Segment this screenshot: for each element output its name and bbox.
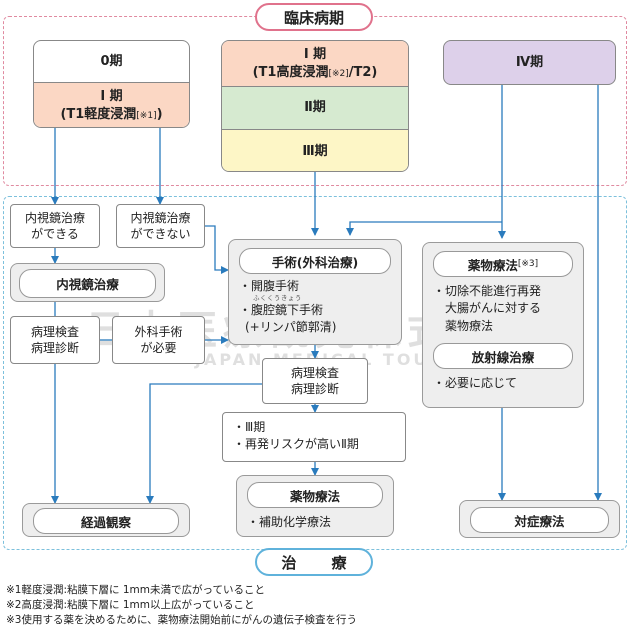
stage-2-cell: Ⅱ期 <box>222 87 408 130</box>
stage-1-center-label: I 期 <box>303 46 327 62</box>
drug-therapy-line2: 大腸がんに対する <box>445 301 542 316</box>
surgery-ruby: ふくくうきょう <box>253 294 302 303</box>
surgery-item-lymph: (+リンパ節郭清) <box>245 320 337 335</box>
drug-therapy-title: 薬物療法[※3] <box>433 251 573 277</box>
symptomatic-label: 対症療法 <box>470 507 609 533</box>
radiation-item: ・必要に応じて <box>433 376 518 391</box>
footnote-1: ※1軽度浸潤:粘膜下層に 1mm未満で広がっていること <box>6 584 265 596</box>
condition-stage3: ・Ⅲ期 <box>233 420 266 434</box>
arrow-pathology2-to-observation <box>146 383 262 504</box>
stage-3-cell: Ⅲ期 <box>222 130 408 171</box>
stage-3-label: Ⅲ期 <box>302 143 328 159</box>
pathology-left-box: 病理検査病理診断 <box>10 316 100 364</box>
condition-high-risk: ・再発リスクが高いⅡ期 <box>233 437 359 452</box>
surgery-item-laparoscopic: ・腹腔鏡下手術 <box>239 302 324 317</box>
stage-1-2-3-box: I 期 (T1高度浸潤[※2]/T2) Ⅱ期 Ⅲ期 <box>221 40 409 172</box>
surgery-box: 手術(外科治療) ・開腹手術 ふくくうきょう ・腹腔鏡下手術 (+リンパ節郭清) <box>228 239 402 345</box>
arrow-impossible-to-surgery <box>205 225 229 274</box>
pathology-center-box: 病理検査病理診断 <box>262 358 368 404</box>
stage-2-label: Ⅱ期 <box>304 100 326 116</box>
stage-1-label: I 期 <box>100 89 123 105</box>
drug-therapy-line1: ・切除不能進行再発 <box>433 284 542 298</box>
footnote-2: ※2高度浸潤:粘膜下層に 1mm以上広がっていること <box>6 599 255 611</box>
stage4-treatment-box: 薬物療法[※3] ・切除不能進行再発 大腸がんに対する 薬物療法 放射線治療 ・… <box>422 242 584 408</box>
surgery-item-open: ・開腹手術 <box>239 279 300 293</box>
adjuvant-drug-item: ・補助化学療法 <box>247 515 332 529</box>
stage-1-mild-cell: I 期 (T1軽度浸潤[※1]) <box>34 83 189 127</box>
observation-box: 経過観察 <box>22 503 190 537</box>
arrow-stage4-to-surgery <box>346 221 502 236</box>
adjuvant-drug-box: 薬物療法 ・補助化学療法 <box>236 475 394 537</box>
stage-1-mild-desc: (T1軽度浸潤[※1]) <box>60 107 163 122</box>
stage-4-box: Ⅳ期 <box>443 40 616 85</box>
conditions-box: ・Ⅲ期 ・再発リスクが高いⅡ期 <box>222 412 406 462</box>
stage-1-severe-cell: I 期 (T1高度浸潤[※2]/T2) <box>222 41 408 87</box>
surgery-title: 手術(外科治療) <box>239 248 391 274</box>
stage-1-severe-desc: (T1高度浸潤[※2]/T2) <box>252 64 378 80</box>
stage-0-cell: 0期 <box>34 41 189 83</box>
adjuvant-drug-title: 薬物療法 <box>247 482 383 508</box>
endoscopy-impossible-box: 内視鏡治療ができない <box>116 204 205 248</box>
symptomatic-box: 対症療法 <box>459 500 620 538</box>
stage-0-label: 0期 <box>100 53 123 69</box>
endoscopic-treatment-label: 内視鏡治療 <box>19 269 156 298</box>
endoscopic-treatment-box: 内視鏡治療 <box>10 263 165 302</box>
radiation-title: 放射線治療 <box>433 343 573 370</box>
footnote-3: ※3使用する薬を決めるために、薬物療法開始前にがんの遺伝子検査を行う <box>6 614 357 626</box>
surgery-needed-box: 外科手術が必要 <box>112 316 205 364</box>
treatment-title: 治 療 <box>255 548 373 576</box>
stage-4-label: Ⅳ期 <box>515 54 544 70</box>
observation-label: 経過観察 <box>33 508 179 534</box>
stage-0-1-box: 0期 I 期 (T1軽度浸潤[※1]) <box>33 40 190 128</box>
clinical-stage-title: 臨床病期 <box>255 3 373 31</box>
endoscopy-possible-box: 内視鏡治療ができる <box>10 204 100 248</box>
drug-therapy-line3: 薬物療法 <box>445 318 494 333</box>
